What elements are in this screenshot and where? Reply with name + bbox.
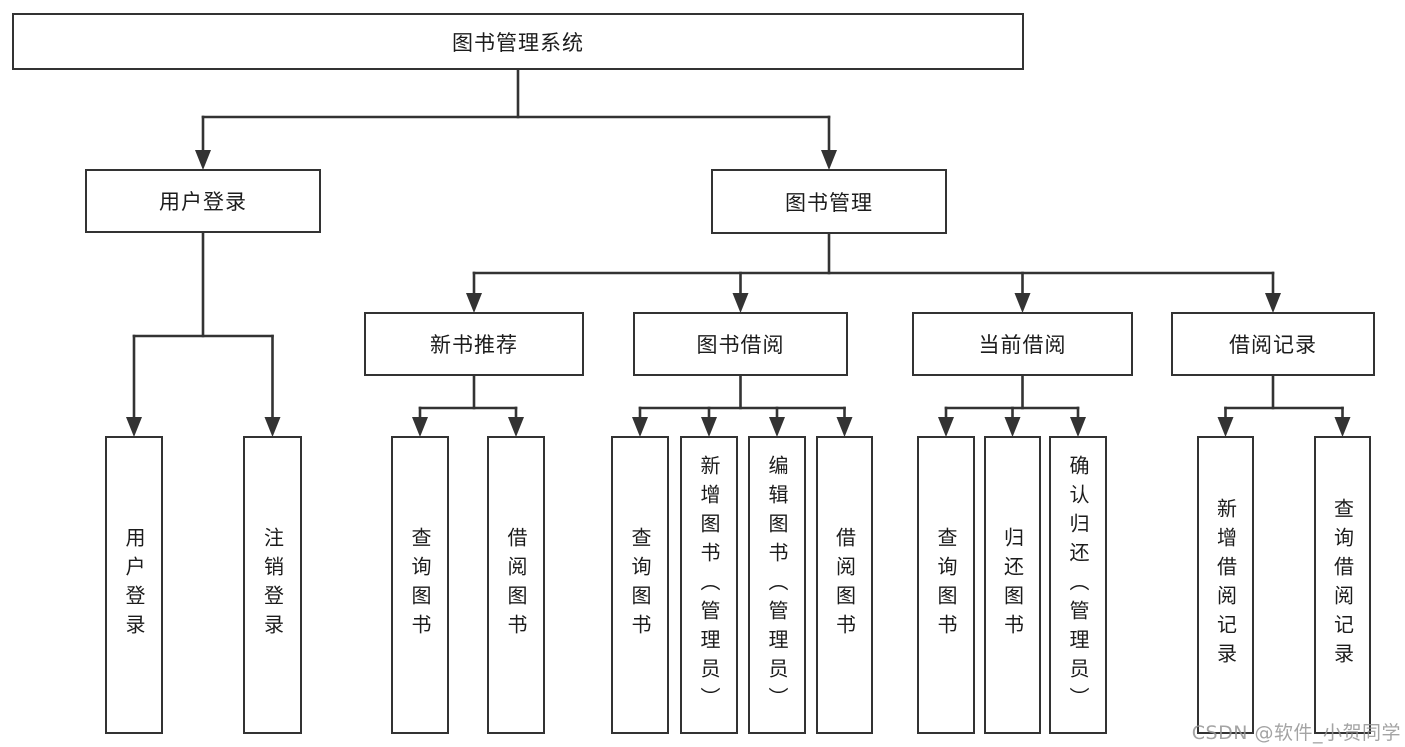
node-label-br-query: 查询借阅记录 <box>1330 498 1355 672</box>
node-bb-borrow: 借阅图书 <box>816 436 873 734</box>
node-ul-logout: 注销登录 <box>243 436 302 734</box>
arrowhead-icon <box>769 417 785 437</box>
node-br-add: 新增借阅记录 <box>1197 436 1254 734</box>
node-label-bb-borrow: 借阅图书 <box>832 527 857 643</box>
node-cb-confirm: 确认归还（管理员） <box>1049 436 1107 734</box>
node-label-ul-logout: 注销登录 <box>260 527 285 643</box>
node-label-borrow-record: 借阅记录 <box>1229 333 1317 357</box>
arrowhead-icon <box>632 417 648 437</box>
node-label-bb-query: 查询图书 <box>628 527 652 643</box>
node-nb-borrow: 借阅图书 <box>487 436 545 734</box>
node-borrow-record: 借阅记录 <box>1171 312 1375 376</box>
arrowhead-icon <box>466 293 482 313</box>
node-label-cb-return: 归还图书 <box>1000 527 1025 643</box>
node-user-login: 用户登录 <box>85 169 321 233</box>
node-label-cb-query: 查询图书 <box>934 527 958 643</box>
node-book-mgmt: 图书管理 <box>711 169 947 234</box>
node-br-query: 查询借阅记录 <box>1314 436 1371 734</box>
node-current-borrow: 当前借阅 <box>912 312 1133 376</box>
arrowhead-icon <box>1217 417 1234 437</box>
arrowhead-icon <box>1004 417 1021 437</box>
node-label-book-borrow: 图书借阅 <box>696 333 785 357</box>
node-label-bb-edit: 编辑图书（管理员） <box>765 454 789 716</box>
arrowhead-icon <box>701 417 717 437</box>
node-label-bb-add: 新增图书（管理员） <box>697 454 721 716</box>
node-label-root: 图书管理系统 <box>452 30 584 55</box>
node-ul-login: 用户登录 <box>105 436 163 734</box>
arrowhead-icon <box>836 417 853 437</box>
arrowhead-icon <box>732 293 749 313</box>
node-bb-add: 新增图书（管理员） <box>680 436 738 734</box>
arrowhead-icon <box>1014 293 1031 313</box>
arrowhead-icon <box>1070 417 1086 437</box>
arrowhead-icon <box>938 417 954 437</box>
arrowhead-icon <box>264 417 281 437</box>
node-nb-query: 查询图书 <box>391 436 449 734</box>
node-label-nb-query: 查询图书 <box>408 527 432 643</box>
node-bb-query: 查询图书 <box>611 436 669 734</box>
node-label-book-mgmt: 图书管理 <box>785 190 873 215</box>
node-book-borrow: 图书借阅 <box>633 312 848 376</box>
arrowhead-icon <box>1265 293 1281 313</box>
node-label-br-add: 新增借阅记录 <box>1213 498 1238 672</box>
arrowhead-icon <box>508 417 524 437</box>
node-label-nb-borrow: 借阅图书 <box>504 527 528 643</box>
node-label-cb-confirm: 确认归还（管理员） <box>1066 454 1090 716</box>
node-label-ul-login: 用户登录 <box>122 527 146 643</box>
node-new-book-rec: 新书推荐 <box>364 312 584 376</box>
node-root: 图书管理系统 <box>12 13 1024 70</box>
arrowhead-icon <box>195 150 211 170</box>
node-cb-query: 查询图书 <box>917 436 975 734</box>
node-label-new-book-rec: 新书推荐 <box>430 333 518 357</box>
arrowhead-icon <box>412 417 428 437</box>
node-label-current-borrow: 当前借阅 <box>978 333 1067 357</box>
arrowhead-icon <box>821 150 837 170</box>
watermark-text: CSDN @软件_小贺同学 <box>1191 722 1401 744</box>
node-bb-edit: 编辑图书（管理员） <box>748 436 806 734</box>
node-cb-return: 归还图书 <box>984 436 1041 734</box>
node-label-user-login: 用户登录 <box>159 190 247 214</box>
arrowhead-icon <box>1334 417 1351 437</box>
arrowhead-icon <box>126 417 142 437</box>
